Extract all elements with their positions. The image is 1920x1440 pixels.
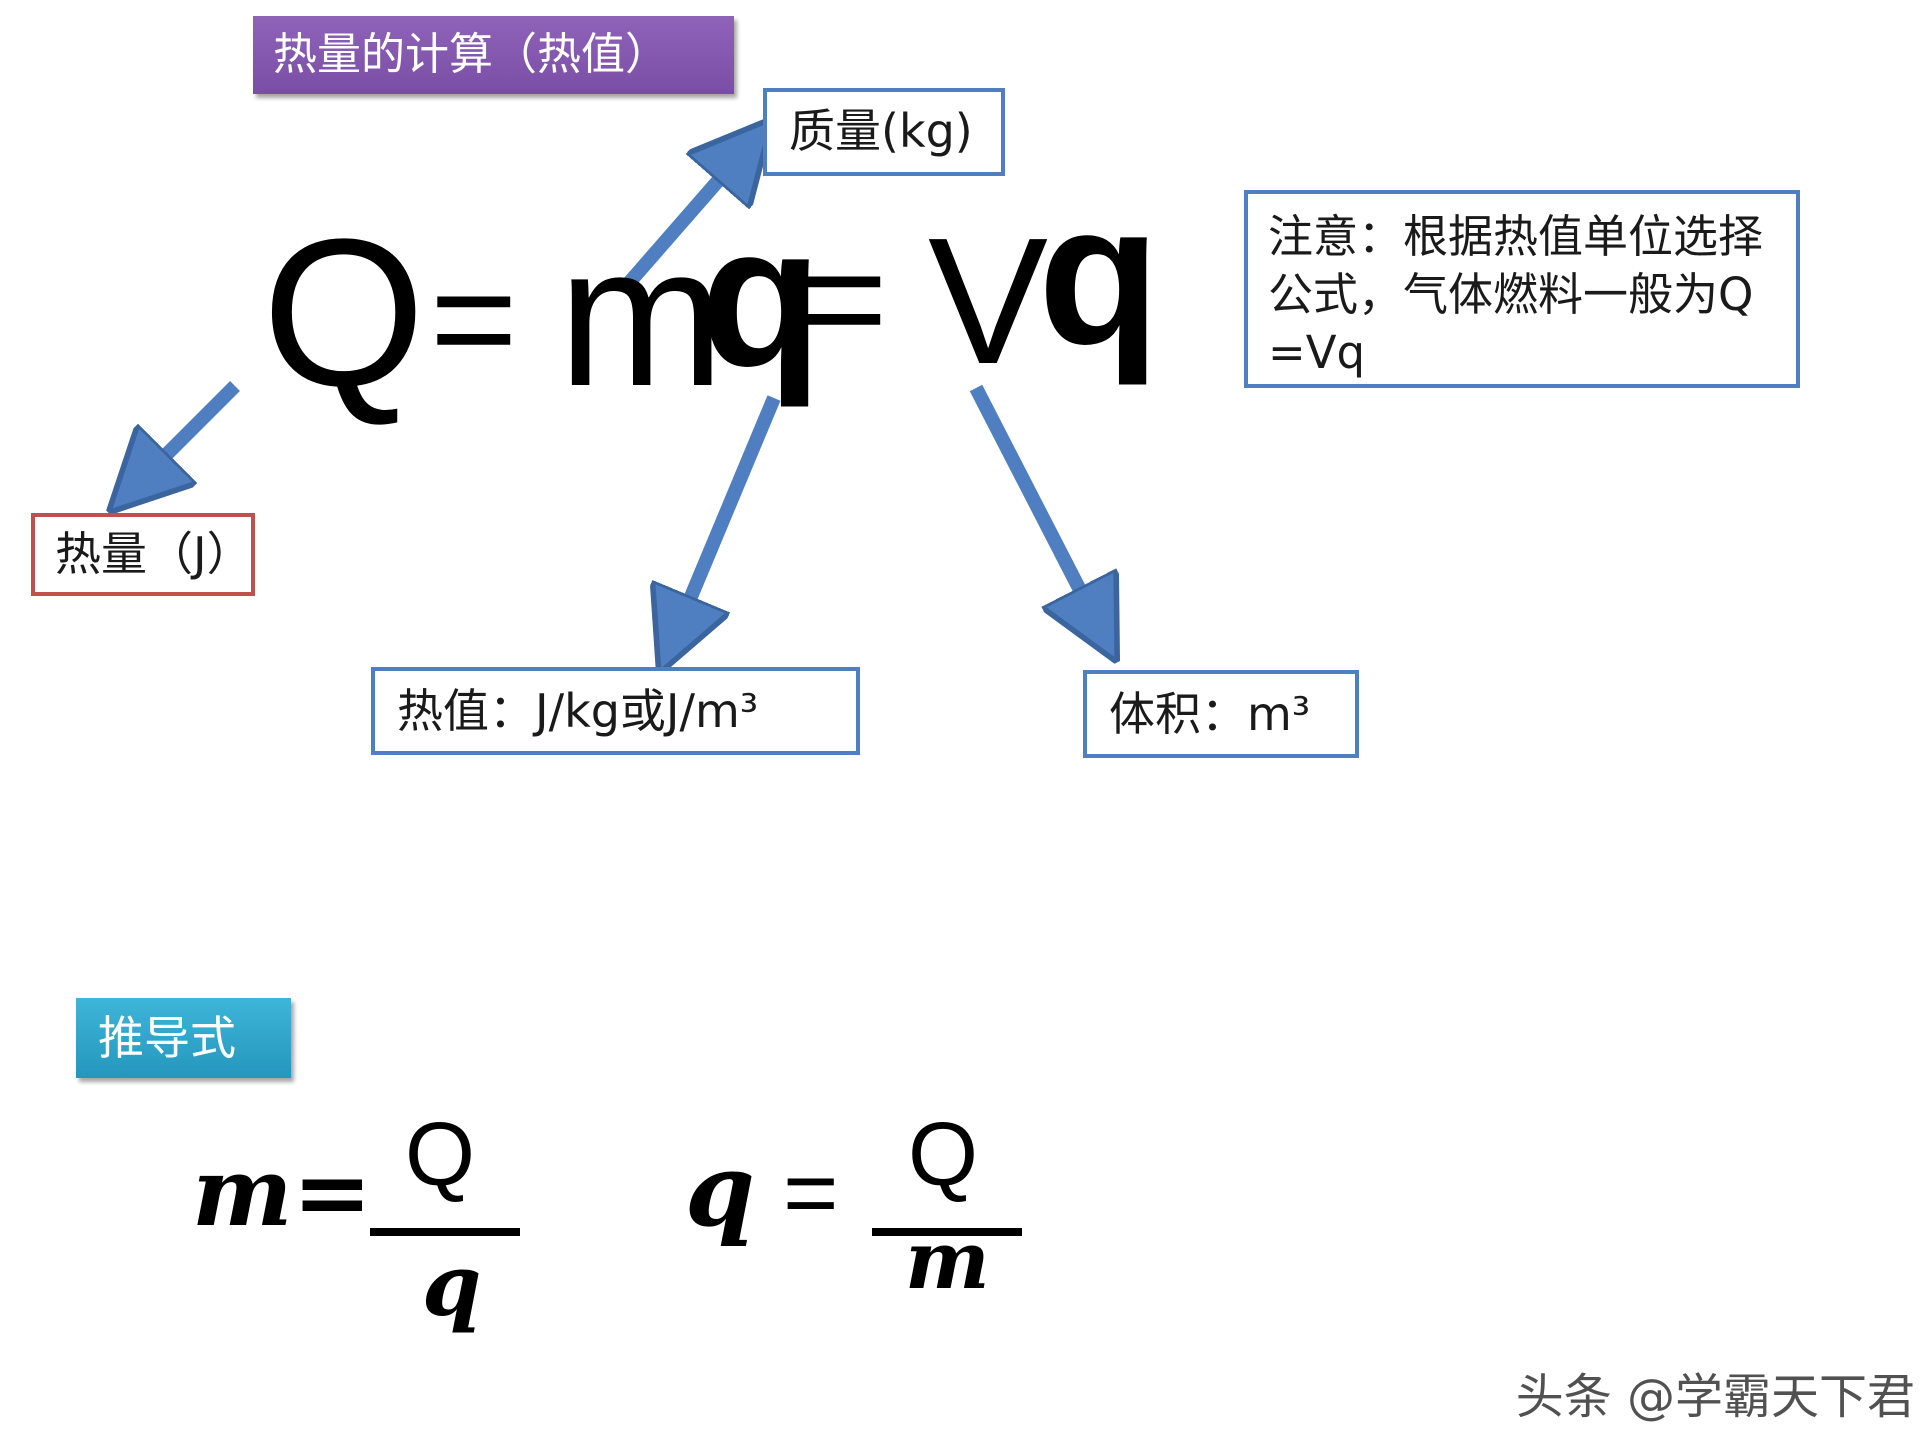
derive-title: 推导式 xyxy=(76,998,291,1078)
formula-q1: q xyxy=(700,185,822,408)
derived1-numerator: Q xyxy=(405,1105,475,1205)
mass-label-box: 质量(kg) xyxy=(763,88,1005,176)
formula-q2: q xyxy=(1038,163,1160,386)
derived2-lhs: q xyxy=(685,1131,755,1249)
formula-eq1: = xyxy=(430,234,518,402)
formula-Q: Q xyxy=(262,195,425,430)
formula-V: V xyxy=(928,201,1048,402)
watermark: 头条 @学霸天下君 xyxy=(1515,1369,1915,1425)
arrow-to-mass xyxy=(622,150,745,289)
derived1-denominator: q xyxy=(422,1236,481,1336)
heating-value-label-box: 热值：J/kg或J/m³ xyxy=(371,667,860,755)
arrow-to-volume xyxy=(969,384,1098,625)
derived1-lhs: m= xyxy=(192,1137,372,1248)
note-box: 注意：根据热值单位选择公式，气体燃料一般为Q=Vq xyxy=(1244,190,1800,388)
volume-label-box: 体积：m³ xyxy=(1083,670,1359,758)
page-title: 热量的计算（热值） xyxy=(253,16,734,94)
derived2-numerator: Q xyxy=(908,1105,978,1205)
formula-m: m xyxy=(558,205,725,428)
arrow-to-heat xyxy=(138,381,240,483)
formula-eq2: = xyxy=(800,214,888,382)
derived2-denominator: m xyxy=(905,1213,990,1307)
derived2-eq: = xyxy=(783,1140,838,1246)
heat-label-box: 热量（J） xyxy=(31,513,255,596)
arrow-to-heating-value xyxy=(675,395,781,635)
